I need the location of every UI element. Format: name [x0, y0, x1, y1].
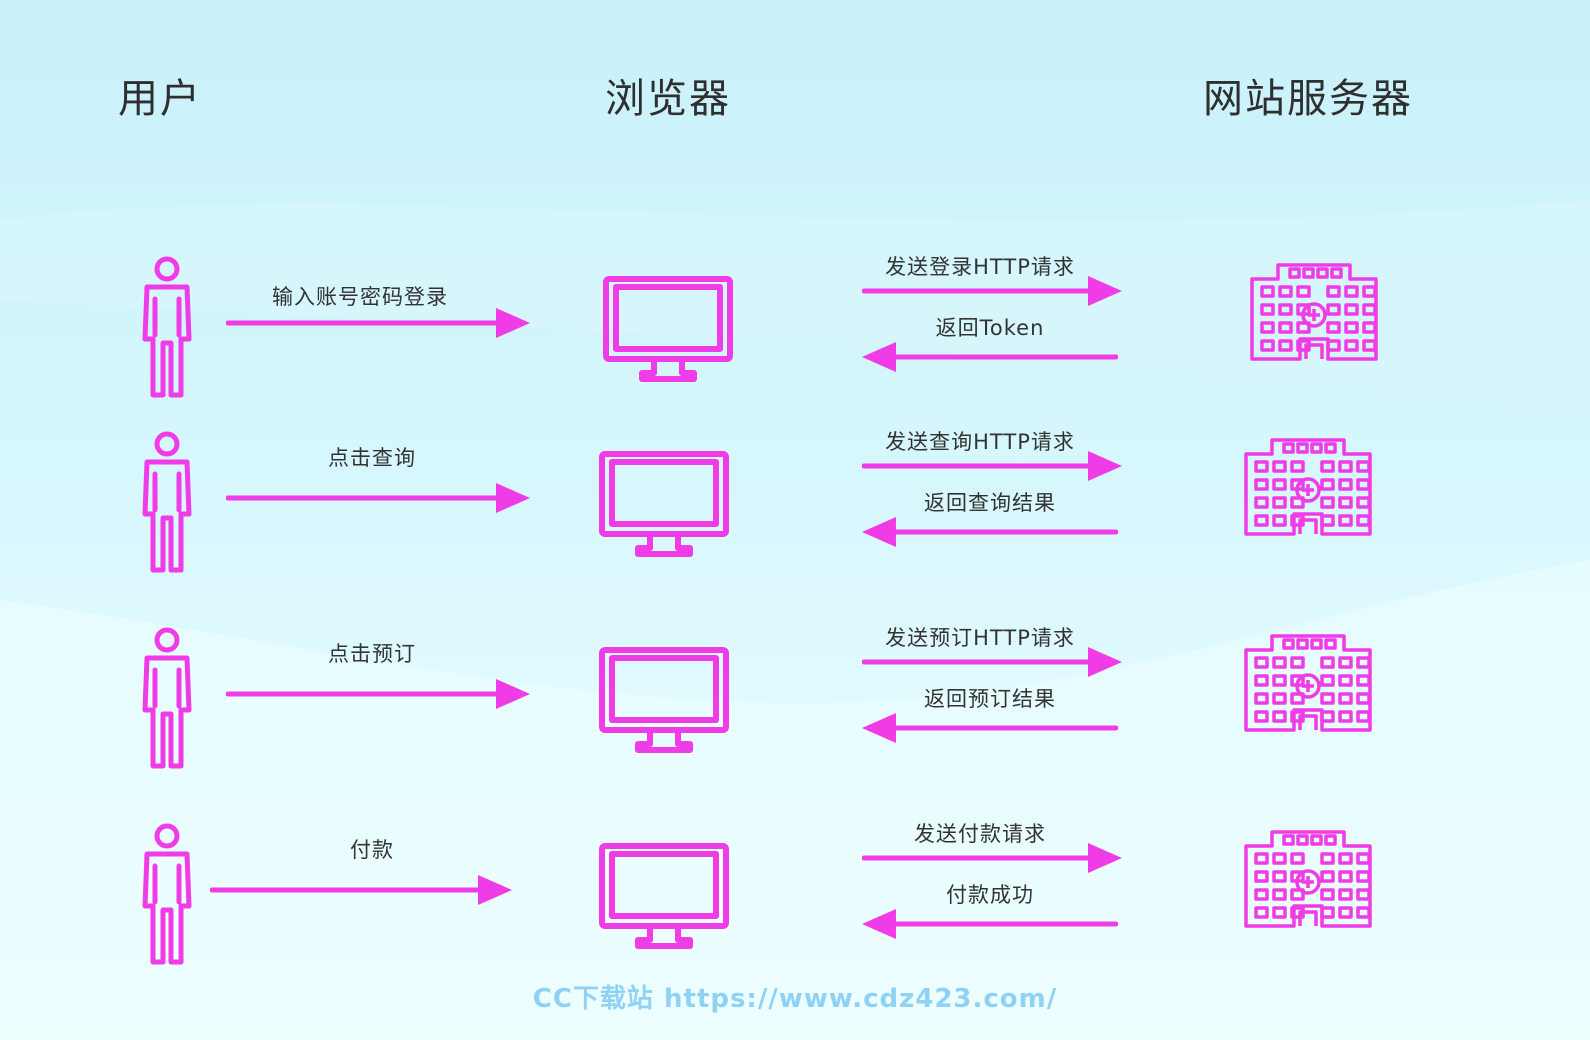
watermark: CC下载站 https://www.cdz423.com/: [532, 984, 1058, 1014]
request-label: 发送登录HTTP请求: [885, 255, 1075, 279]
request-arrow: [861, 644, 1122, 684]
monitor-icon: [598, 646, 730, 758]
response-arrow: [862, 514, 1119, 554]
person-icon: [137, 430, 197, 579]
response-label: 返回预订结果: [924, 687, 1056, 711]
response-arrow: [862, 339, 1119, 379]
header-server: 网站服务器: [1203, 76, 1413, 122]
monitor-icon: [602, 275, 734, 387]
building-icon: [1242, 436, 1374, 542]
user-to-browser-arrow: [225, 305, 530, 345]
user-to-browser-arrow: [225, 676, 530, 716]
person-icon: [137, 255, 197, 404]
request-label: 发送预订HTTP请求: [885, 626, 1075, 650]
header-browser: 浏览器: [605, 76, 731, 122]
monitor-icon: [598, 450, 730, 562]
user-to-browser-arrow: [225, 480, 530, 520]
building-icon: [1242, 828, 1374, 934]
building-icon: [1248, 261, 1380, 367]
response-arrow: [862, 710, 1119, 750]
header-user: 用户: [118, 76, 202, 122]
request-arrow: [861, 273, 1122, 313]
request-label: 发送查询HTTP请求: [885, 430, 1075, 454]
user-action-label: 点击预订: [328, 642, 416, 666]
request-arrow: [861, 448, 1122, 488]
person-icon: [137, 626, 197, 775]
building-icon: [1242, 632, 1374, 738]
response-label: 返回Token: [935, 316, 1045, 340]
person-icon: [137, 822, 197, 971]
response-label: 返回查询结果: [924, 491, 1056, 515]
response-arrow: [862, 906, 1119, 946]
request-label: 发送付款请求: [914, 822, 1046, 846]
monitor-icon: [598, 842, 730, 954]
user-to-browser-arrow: [209, 872, 512, 912]
response-label: 付款成功: [946, 883, 1034, 907]
user-action-label: 输入账号密码登录: [272, 285, 448, 309]
user-action-label: 付款: [350, 838, 394, 862]
user-action-label: 点击查询: [328, 446, 416, 470]
request-arrow: [861, 840, 1122, 880]
